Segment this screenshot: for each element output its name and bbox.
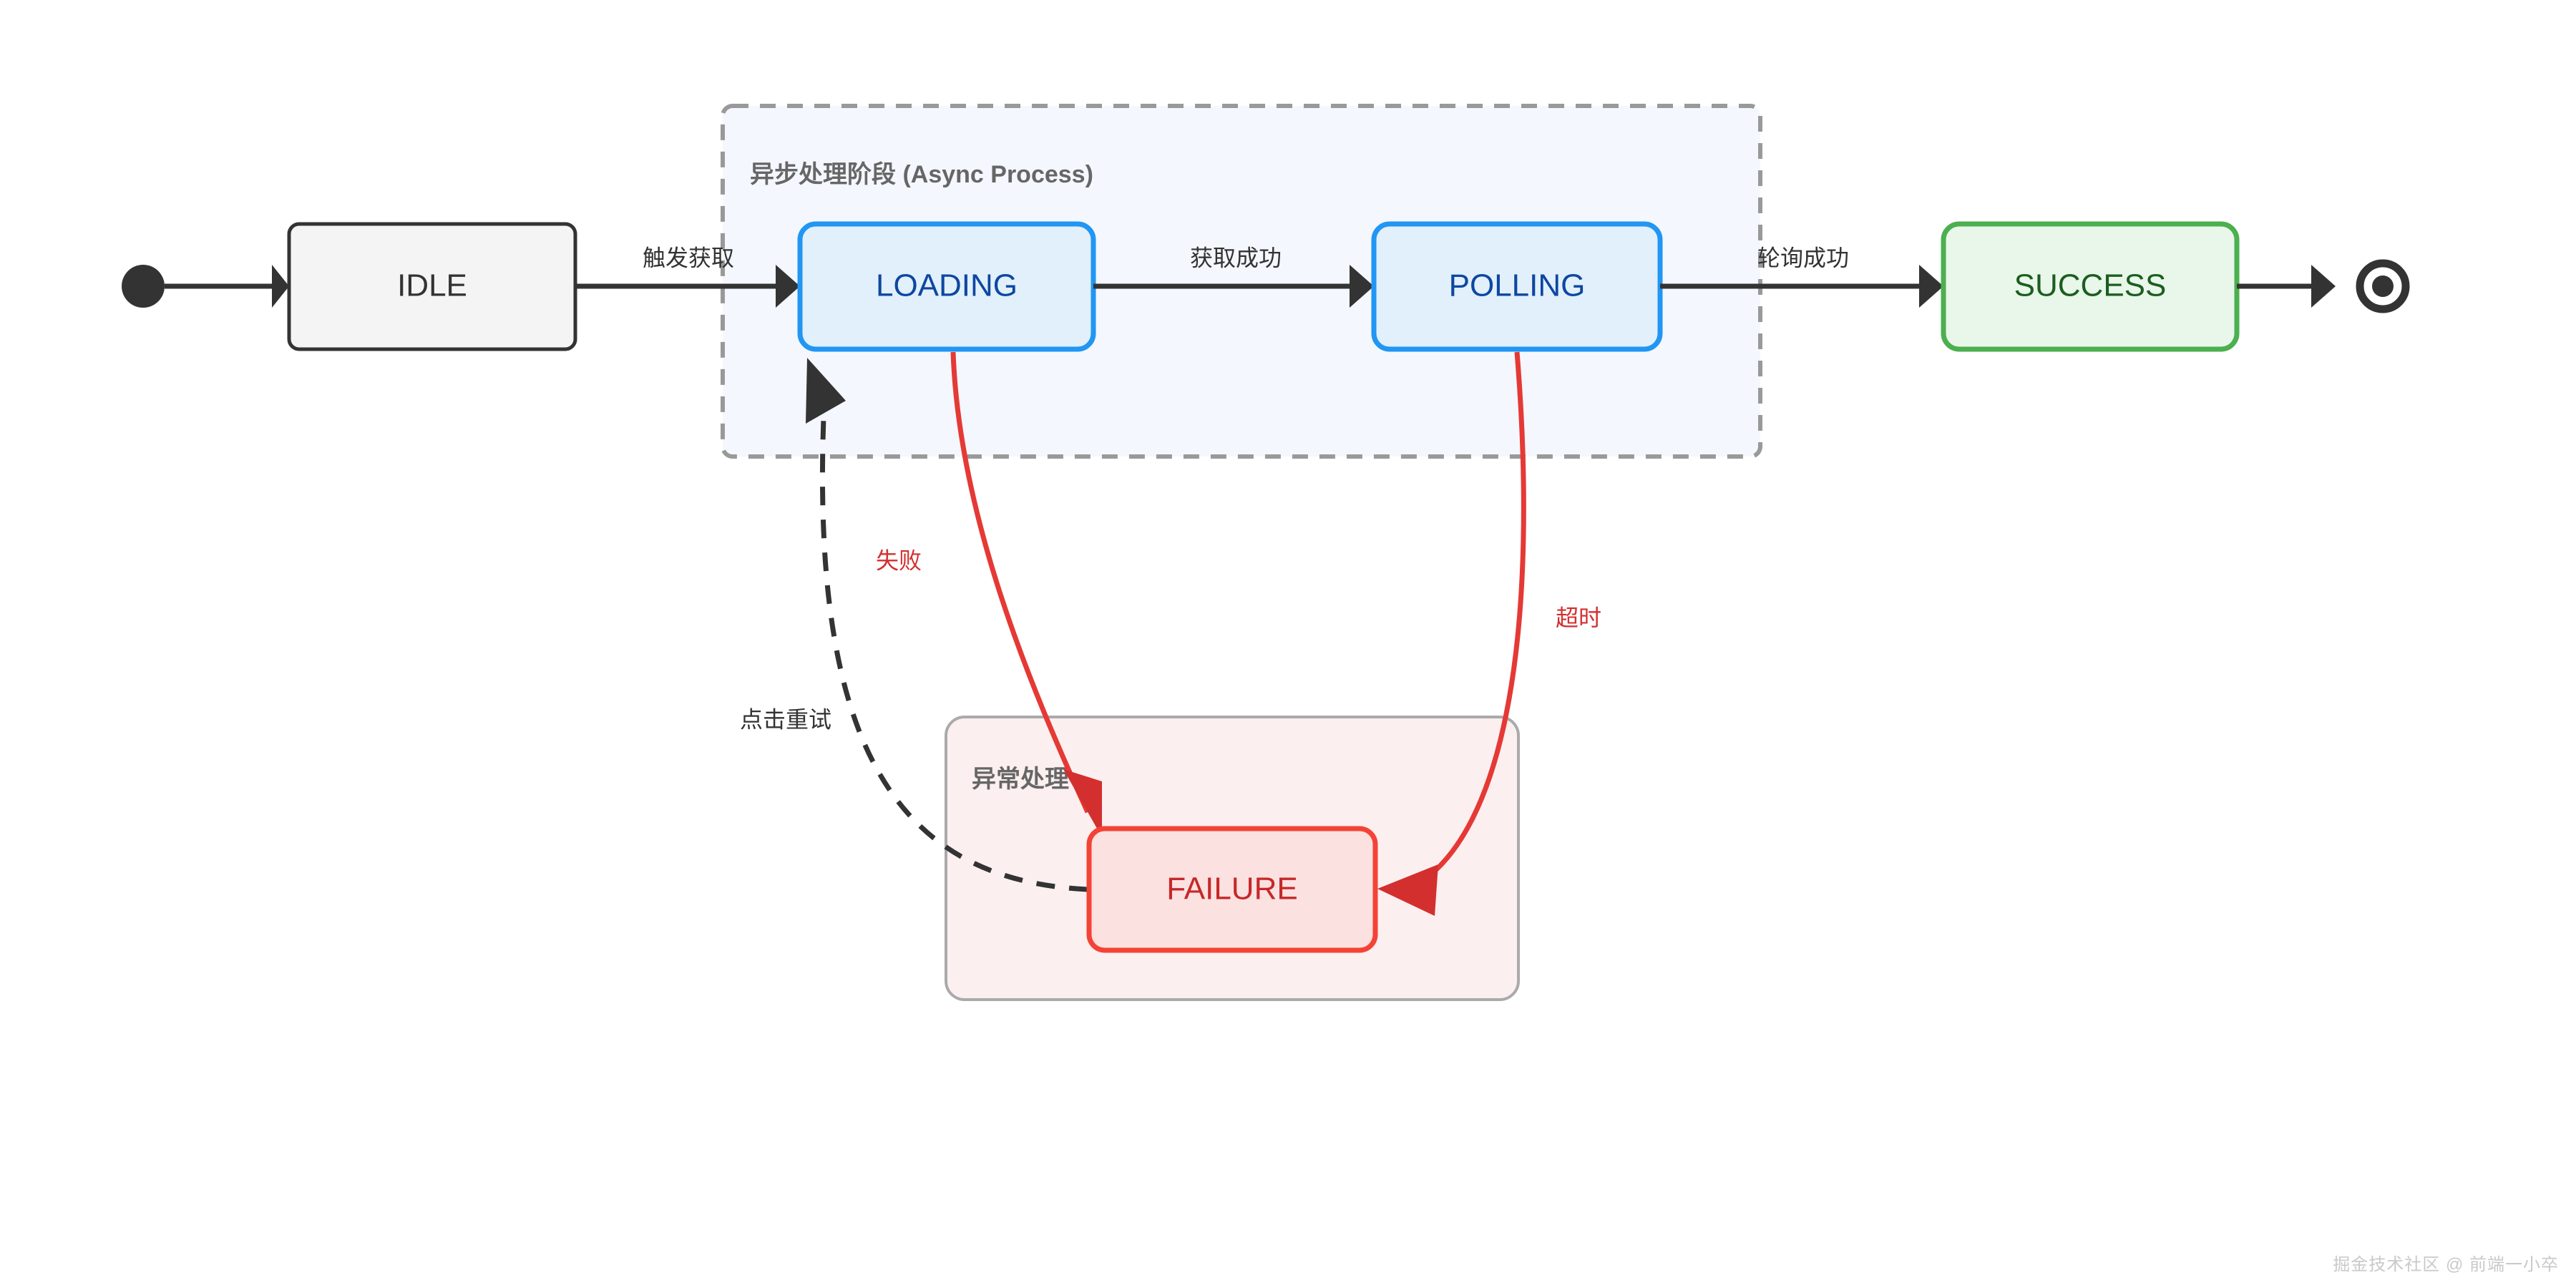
node-success[interactable]: SUCCESS: [1941, 221, 2240, 352]
edge-idle-to-loading: 触发获取: [575, 245, 800, 308]
edge-loading-failure-line: [950, 351, 1091, 814]
edge-polling-success-label: 轮询成功: [1757, 245, 1849, 270]
edge-start-idle-arrowhead: [272, 265, 289, 308]
edge-failure-loading-label: 点击重试: [740, 706, 831, 732]
node-polling[interactable]: POLLING: [1371, 221, 1663, 352]
start-marker: [122, 265, 165, 308]
edge-failure-loading-line: [820, 400, 1088, 892]
subgraph-error-title: 异常处理: [972, 766, 1069, 793]
edge-idle-loading-arrowhead: [776, 265, 800, 308]
subgraph-async-process: 异步处理阶段 (Async Process): [721, 104, 1762, 459]
edge-loading-polling-arrowhead: [1350, 265, 1374, 308]
node-polling-label: POLLING: [1449, 268, 1586, 303]
node-loading[interactable]: LOADING: [797, 221, 1096, 352]
edge-failure-to-loading: 点击重试: [740, 358, 1088, 892]
node-failure-label: FAILURE: [1166, 872, 1297, 907]
subgraph-async-title: 异步处理阶段 (Async Process): [750, 160, 1093, 188]
edge-loading-failure-arrowhead: [1063, 769, 1102, 837]
subgraph-async-border: [721, 104, 1762, 459]
edge-loading-to-failure: 失败: [876, 351, 1102, 837]
node-success-label: SUCCESS: [2014, 268, 2167, 303]
end-state-inner-dot: [2372, 275, 2394, 297]
edge-polling-to-success: 轮询成功: [1660, 245, 1943, 308]
edge-failure-loading-arrowhead: [806, 358, 846, 424]
edge-polling-success-arrowhead: [1919, 265, 1943, 308]
edge-loading-polling-label: 获取成功: [1190, 245, 1282, 270]
end-marker: [2356, 259, 2410, 313]
start-state-circle: [122, 265, 165, 308]
edge-polling-failure-arrowhead: [1377, 864, 1438, 916]
edge-polling-failure-label: 超时: [1556, 605, 1601, 630]
node-failure-box[interactable]: [1086, 826, 1378, 953]
end-state-outer-ring: [2356, 259, 2410, 313]
edge-success-end-arrowhead: [2311, 265, 2336, 308]
edge-polling-failure-line: [1408, 351, 1526, 892]
watermark: 掘金技术社区 @ 前端一小卒: [2333, 1255, 2559, 1274]
edge-idle-loading-label: 触发获取: [643, 245, 734, 270]
edge-success-to-end: [2237, 265, 2336, 308]
node-idle[interactable]: IDLE: [287, 222, 577, 351]
edge-polling-to-failure: 超时: [1377, 351, 1601, 916]
edge-start-to-idle: [165, 265, 289, 308]
node-loading-label: LOADING: [876, 268, 1018, 303]
edge-loading-to-polling: 获取成功: [1093, 245, 1374, 308]
edge-loading-failure-label: 失败: [876, 547, 922, 573]
node-failure[interactable]: FAILURE: [1086, 826, 1378, 953]
node-idle-label: IDLE: [397, 268, 467, 303]
